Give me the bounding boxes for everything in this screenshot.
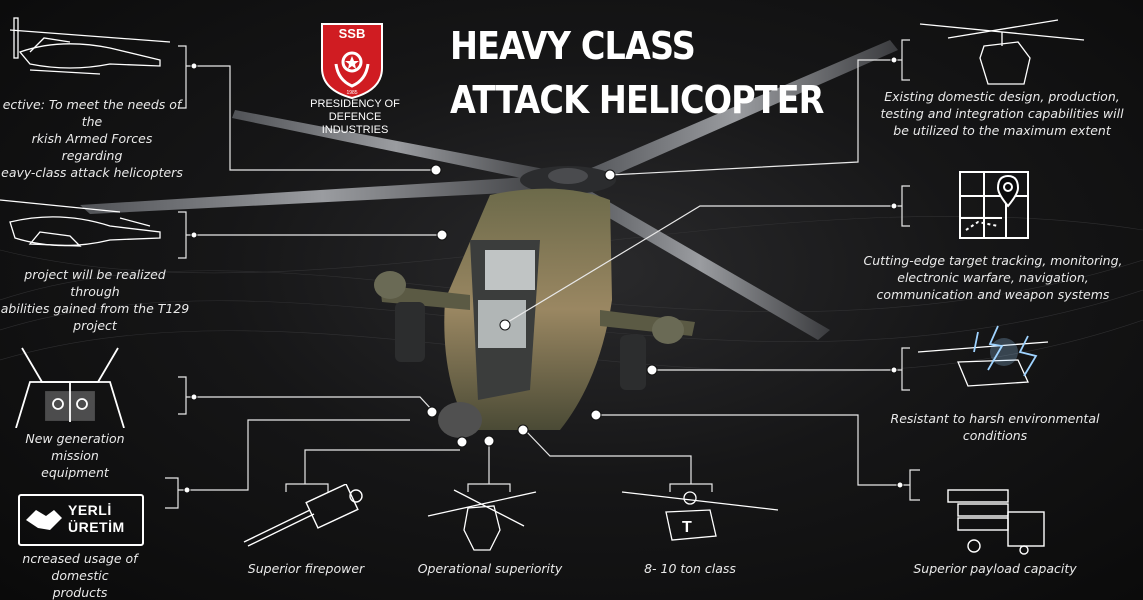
helicopter-front-icon [427, 489, 537, 551]
badge-word-1: YERLİ [68, 502, 112, 518]
helicopter-render [80, 40, 898, 438]
org-line-1: PRESIDENCY OF [310, 98, 400, 110]
caption-ton-class: 8- 10 ton class [644, 561, 736, 576]
logo-text: SSB [339, 26, 366, 41]
cockpit-icon [15, 347, 125, 428]
caption-capabilities: Existing domestic design, production, te… [880, 89, 1124, 138]
org-line-2: DEFENCE INDUSTRIES [321, 111, 389, 136]
caption-operational: Operational superiority [417, 561, 563, 576]
caption-mission-equipment: New generation mission equipment [25, 431, 125, 480]
ssb-logo: SSB 1985 [321, 23, 383, 100]
caption-payload: Superior payload capacity [913, 561, 1077, 576]
rotor-helicopter-icon [919, 19, 1085, 85]
domestic-production-icon: YERLİ ÜRETİM [18, 494, 144, 546]
helicopter-gunship-icon [0, 199, 161, 247]
caption-objective: ective: To meet the needs of the rkish A… [1, 97, 183, 180]
svg-text:T: T [682, 519, 692, 536]
caption-t129: project will be realized through abiliti… [0, 267, 190, 333]
logo-year: 1985 [346, 90, 357, 96]
page-title-line-2: ATTACK HELICOPTER [450, 78, 824, 122]
handshake-icon [26, 510, 62, 530]
org-name: PRESIDENCY OF DEFENCE INDUSTRIES [295, 98, 415, 137]
caption-environment: Resistant to harsh environmental conditi… [890, 411, 1100, 443]
map-pin-icon [959, 171, 1029, 239]
caption-systems: Cutting-edge target tracking, monitoring… [863, 253, 1123, 302]
ton-helicopter-icon: T [621, 491, 779, 541]
helicopter-side-icon [9, 17, 171, 75]
page-title-line-1: HEAVY CLASS [450, 24, 696, 68]
missile-launcher-icon [947, 489, 1045, 555]
lightning-helicopter-icon [918, 325, 1049, 387]
gatling-gun-icon [243, 484, 363, 547]
caption-firepower: Superior firepower [247, 561, 365, 576]
badge-word-2: ÜRETİM [68, 519, 125, 535]
caption-domestic: ncreased usage of domestic products [22, 551, 138, 600]
